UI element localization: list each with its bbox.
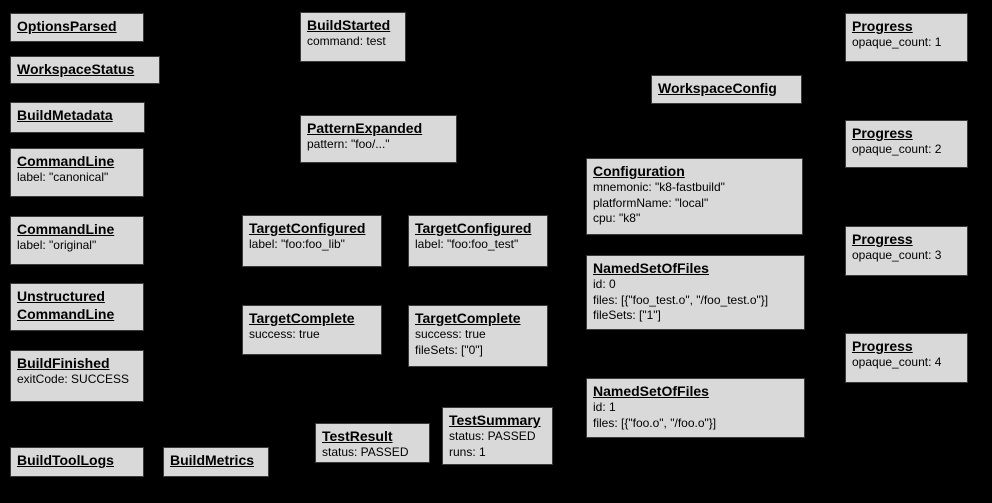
event-box-workspace-config: WorkspaceConfig bbox=[651, 75, 802, 104]
event-box-title: CommandLine bbox=[17, 306, 115, 322]
event-box-build-metadata: BuildMetadata bbox=[10, 102, 145, 133]
event-box-detail: success: true bbox=[415, 327, 486, 341]
event-box-build-tool-logs: BuildToolLogs bbox=[10, 447, 144, 477]
event-box-detail: fileSets: ["0"] bbox=[415, 342, 483, 357]
event-box-detail: opaque_count: 3 bbox=[852, 248, 942, 262]
event-box-title: TargetComplete bbox=[249, 310, 355, 326]
event-box-title: TestSummary bbox=[449, 412, 541, 428]
event-box-detail: command: test bbox=[307, 34, 386, 48]
event-box-detail: opaque_count: 4 bbox=[852, 355, 942, 369]
event-box-title: NamedSetOfFiles bbox=[593, 383, 709, 399]
event-box-detail: label: "foo:foo_test" bbox=[415, 237, 519, 251]
event-box-detail: pattern: "foo/..." bbox=[307, 137, 390, 151]
event-box-detail: runs: 1 bbox=[449, 444, 486, 459]
event-box-detail: label: "canonical" bbox=[17, 170, 109, 184]
event-box-title: Progress bbox=[852, 125, 913, 141]
event-box-build-metrics: BuildMetrics bbox=[163, 447, 269, 477]
event-box-detail: status: PASSED bbox=[322, 445, 409, 459]
event-box-detail: success: true bbox=[249, 327, 320, 341]
event-box-detail: opaque_count: 2 bbox=[852, 142, 942, 156]
event-box-title: TestResult bbox=[322, 428, 393, 444]
event-box-title: Progress bbox=[852, 18, 913, 34]
event-box-title: BuildMetadata bbox=[17, 107, 113, 123]
event-box-detail: opaque_count: 1 bbox=[852, 35, 942, 49]
event-box-detail: exitCode: SUCCESS bbox=[17, 372, 130, 386]
event-box-workspace-status: WorkspaceStatus bbox=[10, 56, 160, 84]
event-box-detail: cpu: "k8" bbox=[593, 211, 641, 225]
event-box-title: TargetConfigured bbox=[249, 220, 366, 236]
event-box-title: BuildStarted bbox=[307, 17, 391, 33]
event-box-detail: status: PASSED bbox=[449, 429, 536, 443]
event-box-detail: mnemonic: "k8-fastbuild" bbox=[593, 180, 725, 194]
event-box-title: CommandLine bbox=[17, 153, 115, 169]
event-box-title: BuildMetrics bbox=[170, 452, 255, 468]
event-box-title: Unstructured bbox=[17, 288, 105, 304]
event-box-title: Progress bbox=[852, 231, 913, 247]
event-box-title: Configuration bbox=[593, 163, 685, 179]
event-box-title: Progress bbox=[852, 338, 913, 354]
event-box-title: PatternExpanded bbox=[307, 120, 423, 136]
event-box-title: NamedSetOfFiles bbox=[593, 260, 709, 276]
event-box-detail: id: 1 bbox=[593, 400, 616, 414]
event-box-detail: files: [{"foo.o", "/foo.o"}] bbox=[593, 415, 717, 430]
event-box-detail: fileSets: ["1"] bbox=[593, 308, 661, 322]
event-box-title: BuildFinished bbox=[17, 355, 110, 371]
event-box-title: WorkspaceStatus bbox=[17, 61, 135, 77]
event-box-title: WorkspaceConfig bbox=[658, 80, 777, 96]
event-box-detail: id: 0 bbox=[593, 277, 616, 291]
event-box-title: OptionsParsed bbox=[17, 18, 117, 34]
event-box-title: CommandLine bbox=[17, 221, 115, 237]
event-box-detail: label: "foo:foo_lib" bbox=[249, 237, 345, 251]
event-box-title: TargetConfigured bbox=[415, 220, 532, 236]
event-box-detail: files: [{"foo_test.o", "/foo_test.o"}] bbox=[593, 292, 769, 307]
event-box-title: TargetComplete bbox=[415, 310, 521, 326]
event-box-options-parsed: OptionsParsed bbox=[10, 13, 144, 42]
event-box-title: BuildToolLogs bbox=[17, 452, 114, 468]
event-box-detail: platformName: "local" bbox=[593, 195, 709, 210]
event-box-detail: label: "original" bbox=[17, 238, 97, 252]
